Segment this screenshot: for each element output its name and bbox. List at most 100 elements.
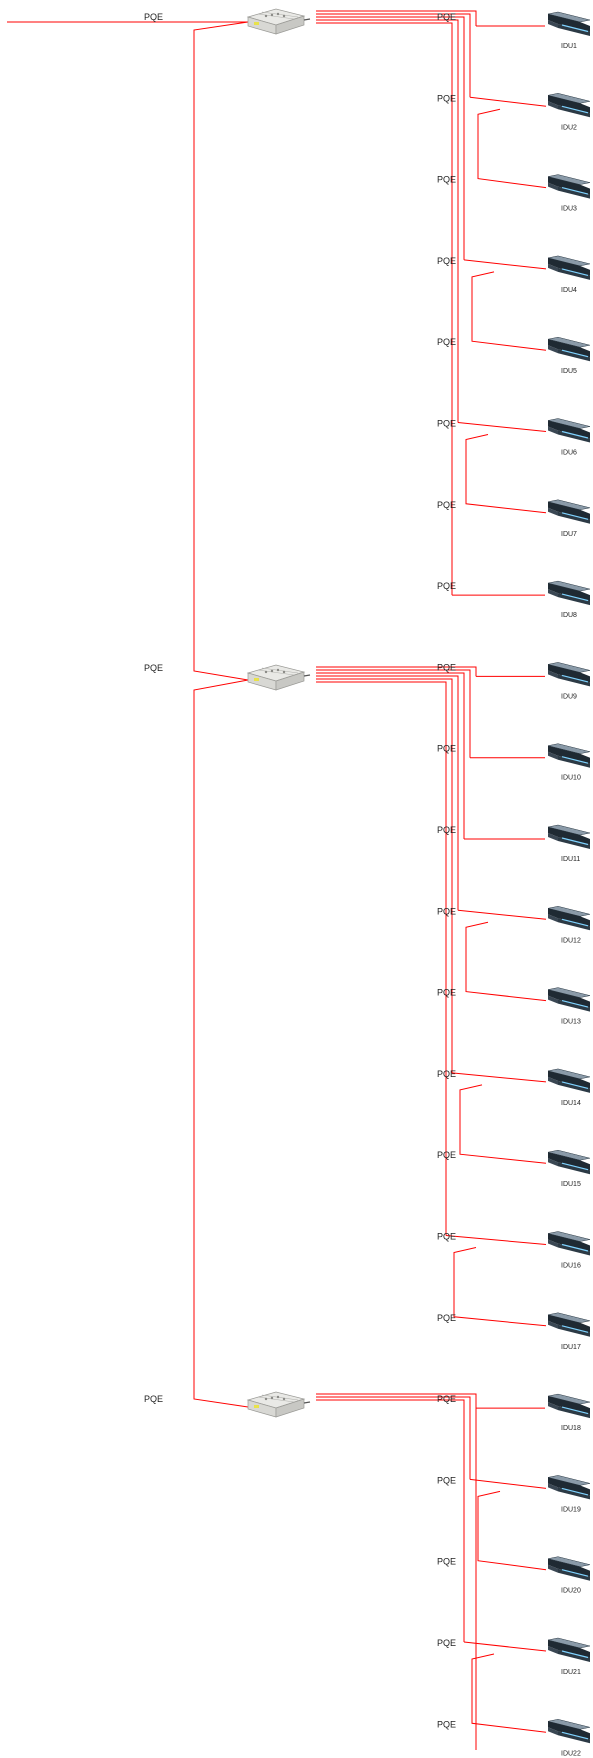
unit-link-19 bbox=[470, 1479, 546, 1488]
indoor-unit-icon bbox=[548, 1394, 590, 1418]
idu-pqe-label-2: PQE bbox=[437, 93, 456, 103]
idu-pqe-label-14: PQE bbox=[437, 1069, 456, 1079]
unit-link-6 bbox=[458, 423, 546, 432]
indoor-unit-icon bbox=[548, 12, 590, 36]
indoor-unit-icon bbox=[548, 1557, 590, 1581]
idu-label-3: IDU3 bbox=[561, 206, 577, 213]
idu-pqe-label-22: PQE bbox=[437, 1719, 456, 1729]
indoor-unit-icon bbox=[548, 93, 590, 117]
indoor-unit-icon bbox=[548, 1638, 590, 1662]
indoor-unit-icon bbox=[548, 744, 590, 768]
idu-pqe-label-1: PQE bbox=[437, 12, 456, 22]
indoor-unit-icon bbox=[548, 1313, 590, 1337]
idu-label-18: IDU18 bbox=[561, 1425, 581, 1432]
idu-label-21: IDU21 bbox=[561, 1669, 581, 1676]
unit-link-5 bbox=[472, 272, 546, 350]
unit-link-14 bbox=[452, 1073, 546, 1082]
unit-link-4 bbox=[464, 260, 546, 269]
idu-pqe-label-13: PQE bbox=[437, 988, 456, 998]
idu-label-14: IDU14 bbox=[561, 1100, 581, 1107]
idu-label-2: IDU2 bbox=[561, 124, 577, 131]
indoor-unit-icon bbox=[548, 988, 590, 1012]
unit-link-15 bbox=[460, 1085, 546, 1163]
idu-label-12: IDU12 bbox=[561, 937, 581, 944]
idu-label-19: IDU19 bbox=[561, 1506, 581, 1513]
signal-wires bbox=[7, 11, 546, 1750]
idu-pqe-label-15: PQE bbox=[437, 1150, 456, 1160]
unit-link-2 bbox=[470, 97, 546, 106]
box3-feed-3 bbox=[316, 1400, 464, 1642]
idu-label-7: IDU7 bbox=[561, 531, 577, 538]
idu-label-13: IDU13 bbox=[561, 1019, 581, 1026]
indoor-unit-icon bbox=[548, 337, 590, 361]
indoor-unit-icon bbox=[548, 500, 590, 524]
indoor-units bbox=[548, 12, 590, 1743]
unit-link-12 bbox=[458, 910, 546, 919]
idu-pqe-label-12: PQE bbox=[437, 906, 456, 916]
box1-feed-5 bbox=[316, 23, 452, 595]
bus-wire-box1-box2 bbox=[194, 22, 248, 680]
idu-label-15: IDU15 bbox=[561, 1181, 581, 1188]
idu-label-17: IDU17 bbox=[561, 1344, 581, 1351]
idu-pqe-label-5: PQE bbox=[437, 337, 456, 347]
idu-label-16: IDU16 bbox=[561, 1263, 581, 1270]
indoor-unit-icon bbox=[548, 1475, 590, 1499]
bus-wire-box2-box3 bbox=[194, 680, 248, 1407]
distribution-box-icon bbox=[248, 665, 310, 690]
unit-link-16 bbox=[446, 1236, 546, 1245]
indoor-unit-icon bbox=[548, 581, 590, 605]
box1-feed-2 bbox=[316, 14, 470, 97]
unit-link-17 bbox=[454, 1248, 546, 1326]
indoor-unit-icon bbox=[548, 1719, 590, 1743]
idu-label-4: IDU4 bbox=[561, 287, 577, 294]
idu-pqe-label-16: PQE bbox=[437, 1232, 456, 1242]
idu-pqe-label-19: PQE bbox=[437, 1475, 456, 1485]
indoor-unit-icon bbox=[548, 1069, 590, 1093]
trunk-label: PQE bbox=[144, 12, 163, 22]
idu-label-5: IDU5 bbox=[561, 368, 577, 375]
idu-label-6: IDU6 bbox=[561, 450, 577, 457]
idu-pqe-label-11: PQE bbox=[437, 825, 456, 835]
idu-pqe-label-3: PQE bbox=[437, 175, 456, 185]
unit-link-20 bbox=[478, 1491, 546, 1569]
idu-label-11: IDU11 bbox=[561, 856, 580, 863]
indoor-unit-icon bbox=[548, 825, 590, 849]
box2-feed-5 bbox=[316, 679, 452, 1073]
idu-pqe-label-6: PQE bbox=[437, 419, 456, 429]
idu-pqe-label-4: PQE bbox=[437, 256, 456, 266]
unit-link-7 bbox=[466, 435, 546, 513]
idu-label-22: IDU22 bbox=[561, 1750, 581, 1757]
box2-feed-3 bbox=[316, 673, 464, 839]
indoor-unit-icon bbox=[548, 662, 590, 686]
indoor-unit-icon bbox=[548, 419, 590, 443]
idu-pqe-label-7: PQE bbox=[437, 500, 456, 510]
box2-feed-4 bbox=[316, 676, 458, 910]
wire-labels: PQEPQEPQEIDU1PQEIDU2PQEIDU3PQEIDU4PQEIDU… bbox=[144, 12, 581, 1757]
unit-link-13 bbox=[466, 922, 546, 1000]
idu-pqe-label-17: PQE bbox=[437, 1313, 456, 1323]
box1-feed-3 bbox=[316, 17, 464, 260]
idu-pqe-label-20: PQE bbox=[437, 1557, 456, 1567]
idu-label-10: IDU10 bbox=[561, 775, 581, 782]
idu-pqe-label-8: PQE bbox=[437, 581, 456, 591]
indoor-unit-icon bbox=[548, 1150, 590, 1174]
box3-feed-2 bbox=[316, 1397, 470, 1479]
idu-label-9: IDU9 bbox=[561, 693, 577, 700]
idu-pqe-label-9: PQE bbox=[437, 662, 456, 672]
indoor-unit-icon bbox=[548, 1232, 590, 1256]
idu-pqe-label-21: PQE bbox=[437, 1638, 456, 1648]
distribution-box-icon bbox=[248, 1392, 310, 1417]
unit-link-22 bbox=[472, 1654, 546, 1732]
box1-feed-4 bbox=[316, 20, 458, 423]
bus-label-box2: PQE bbox=[144, 663, 163, 673]
indoor-unit-icon bbox=[548, 906, 590, 930]
idu-pqe-label-18: PQE bbox=[437, 1394, 456, 1404]
distribution-boxes bbox=[248, 9, 310, 1417]
unit-link-3 bbox=[478, 109, 546, 187]
bus-label-box3: PQE bbox=[144, 1394, 163, 1404]
distribution-box-icon bbox=[248, 9, 310, 34]
idu-label-20: IDU20 bbox=[561, 1588, 581, 1595]
idu-pqe-label-10: PQE bbox=[437, 744, 456, 754]
indoor-unit-icon bbox=[548, 175, 590, 199]
